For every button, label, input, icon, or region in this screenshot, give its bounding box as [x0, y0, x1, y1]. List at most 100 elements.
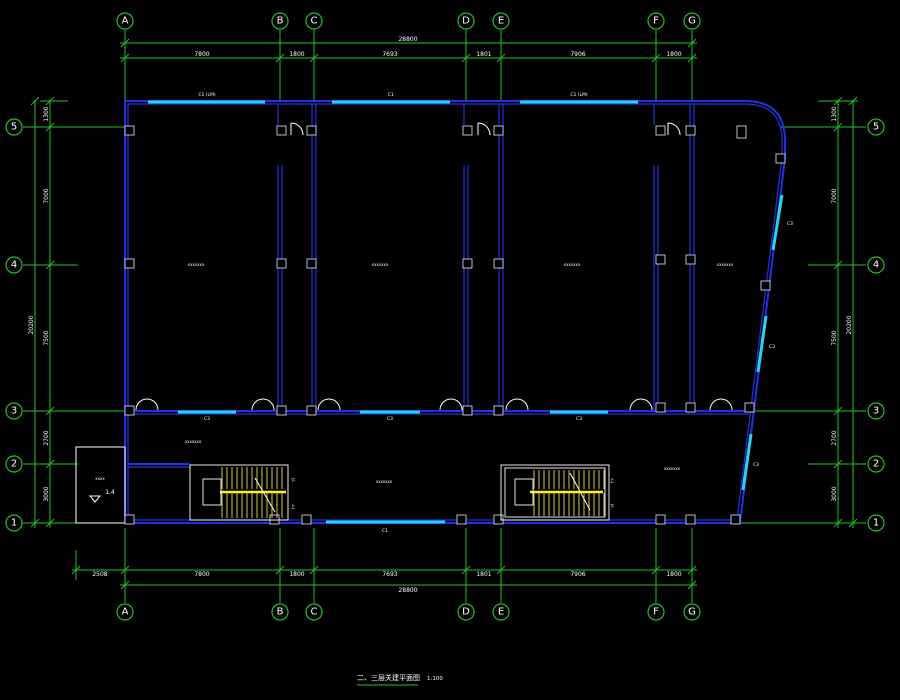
bottom-dimension-3: 1800	[289, 571, 304, 578]
right-windows: C3 C3 C3	[741, 194, 793, 491]
door-top-3	[667, 122, 681, 136]
axis-bubble-a-bottom: A	[116, 603, 134, 621]
svg-text:5: 5	[873, 122, 879, 133]
top-dimension-4: 1801	[476, 51, 491, 58]
axis-bubbles-left: 5 4 3 2 1	[5, 118, 23, 532]
top-dimension-5: 7906	[570, 51, 585, 58]
door-corridor-1	[135, 398, 159, 411]
room-label-6: xxxxxxx	[376, 479, 393, 484]
window-tag-interior-1: C3	[204, 416, 210, 422]
axis-bubble-f-bottom: F	[647, 603, 665, 621]
column	[685, 514, 696, 525]
room-label-4: xxxxxxx	[717, 262, 734, 267]
column	[462, 258, 473, 269]
svg-text:B: B	[277, 16, 284, 27]
window-tag-right-2: C3	[769, 344, 775, 350]
interior-windows: C3 C3 C3	[178, 410, 608, 422]
left-dimension-3: 7500	[43, 330, 50, 345]
annex-room: xxxx 1.4	[75, 446, 126, 524]
window-tag-top-2: C1	[388, 92, 394, 98]
bottom-dimension-5: 1801	[476, 571, 491, 578]
vertical-grid-lines	[124, 30, 693, 603]
svg-text:E: E	[498, 607, 504, 618]
right-dimension-3: 7500	[831, 330, 838, 345]
axis-bubble-d-bottom: D	[457, 603, 475, 621]
columns	[124, 125, 786, 525]
svg-text:C: C	[311, 607, 318, 618]
axis-bubble-a-top: A	[116, 12, 134, 30]
top-total-dimension: 28800	[398, 36, 417, 43]
column	[276, 405, 287, 416]
column	[685, 254, 696, 265]
column	[462, 405, 473, 416]
column	[760, 280, 771, 291]
left-dimension-4: 2700	[43, 430, 50, 445]
door-corridor-6	[629, 398, 653, 411]
column	[493, 514, 504, 525]
axis-bubble-1-right: 1	[867, 514, 885, 532]
left-total-dimension: 20200	[28, 315, 35, 334]
svg-text:G: G	[688, 16, 696, 27]
axis-bubble-4-right: 4	[867, 256, 885, 274]
axis-bubbles-bottom: A B C D E F G	[116, 603, 701, 621]
door-corridor-3	[317, 398, 341, 411]
left-dimension-chain: 20200 1300 7000 7500 2700 3000	[28, 96, 68, 528]
svg-text:A: A	[122, 16, 129, 27]
room-label-1: xxxxxxx	[188, 262, 205, 267]
window-tag-right-3: C3	[753, 462, 759, 468]
svg-text:3: 3	[11, 406, 17, 417]
bottom-dimension-7: 1800	[666, 571, 681, 578]
axis-bubble-e-bottom: E	[492, 603, 510, 621]
window-tag-top-3: C1 (LM)	[570, 92, 588, 98]
top-dimension-3: 7693	[382, 51, 397, 58]
column	[124, 125, 135, 136]
window-tag-top-1: C1 (LM)	[198, 92, 216, 98]
top-windows: C1 (LM) C1 C1 (LM)	[148, 92, 638, 104]
bottom-dimension-1: 2508	[92, 571, 107, 578]
room-label-2: xxxxxxx	[372, 262, 389, 267]
axis-bubble-2-right: 2	[867, 455, 885, 473]
door-corridor-7	[709, 398, 733, 411]
svg-text:E: E	[498, 16, 504, 27]
axis-bubble-1-left: 1	[5, 514, 23, 532]
svg-text:G: G	[688, 607, 696, 618]
column	[685, 402, 696, 413]
axis-bubble-b-bottom: B	[271, 603, 289, 621]
svg-text:2: 2	[11, 459, 17, 470]
annex-level-mark: 1.4	[105, 489, 115, 496]
door-top-2	[477, 122, 491, 136]
right-total-dimension: 20200	[846, 315, 853, 334]
right-dimension-chain: 1300 7000 7500 2700 3000 20200	[818, 96, 858, 528]
svg-text:5: 5	[11, 122, 17, 133]
right-dimension-2: 7000	[831, 188, 838, 203]
column	[462, 125, 473, 136]
svg-text:A: A	[122, 607, 129, 618]
drawing-title: 二、三层关建平面图	[357, 673, 420, 682]
partition-walls	[127, 104, 695, 523]
window-right-3	[741, 433, 753, 491]
room-label-7: xxxxxxx	[664, 466, 681, 471]
column	[744, 402, 755, 413]
door-corridor-5	[505, 398, 529, 411]
axis-bubble-4-left: 4	[5, 256, 23, 274]
axis-bubble-e-top: E	[492, 12, 510, 30]
axis-bubble-2-left: 2	[5, 455, 23, 473]
column	[655, 254, 666, 265]
stair-right-up-mark: 上	[610, 477, 615, 484]
left-dimension-5: 3000	[43, 486, 50, 501]
column	[301, 514, 312, 525]
column	[655, 125, 666, 136]
bottom-window: C1	[326, 520, 445, 534]
window-tag-interior-3: C3	[576, 416, 582, 422]
left-dimension-1: 1300	[43, 106, 50, 121]
door-corridor-2	[251, 398, 275, 411]
stair-left-up-mark: 下	[291, 478, 296, 484]
door-corridor-4	[439, 398, 463, 411]
room-label-3: xxxxxxx	[564, 262, 581, 267]
column	[493, 258, 504, 269]
column	[276, 125, 287, 136]
top-dimension-2: 1800	[289, 51, 304, 58]
annex-room-label: xxxx	[95, 476, 105, 481]
column	[685, 125, 696, 136]
left-dimension-2: 7000	[43, 188, 50, 203]
